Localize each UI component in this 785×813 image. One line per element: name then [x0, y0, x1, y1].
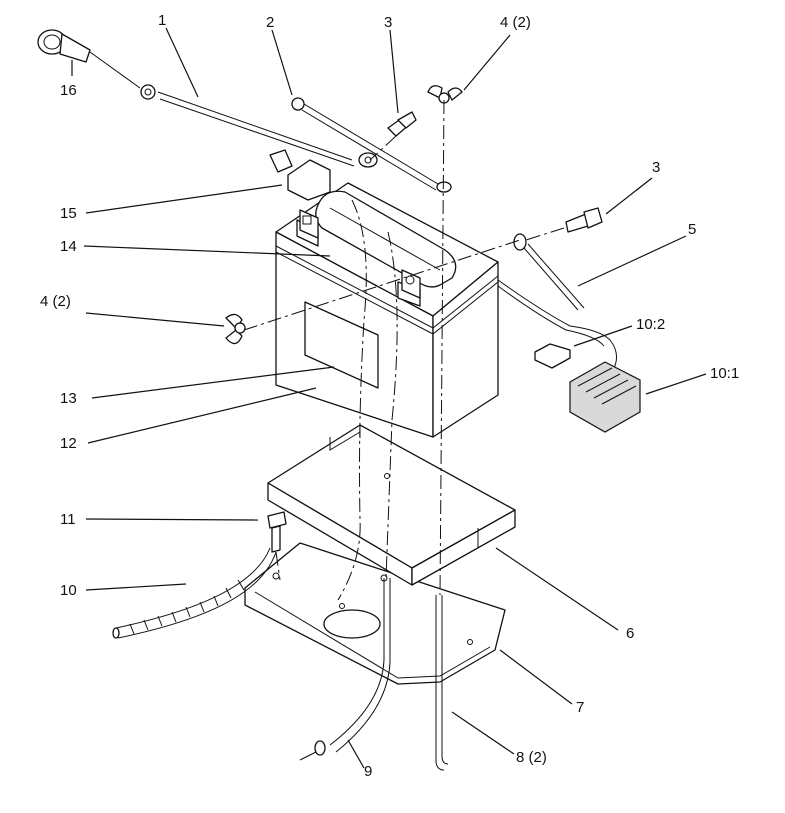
callout-8: 8 (2): [516, 749, 547, 766]
callout-4-upper: 4 (2): [500, 14, 531, 31]
callout-2: 2: [266, 14, 274, 31]
callout-7: 7: [576, 699, 584, 716]
callout-3-right: 3: [652, 159, 660, 176]
callout-10-1: 10:1: [710, 365, 739, 382]
battery-tray: [267, 424, 516, 586]
callout-15: 15: [60, 205, 77, 222]
callout-16: 16: [60, 82, 77, 99]
bolt-upper: [387, 111, 417, 137]
cable-5: [513, 233, 585, 311]
callout-10-2: 10:2: [636, 316, 665, 333]
callout-3-upper: 3: [384, 14, 392, 31]
battery: [275, 182, 499, 438]
callout-11: 11: [60, 511, 76, 528]
terminal-cover: [269, 149, 331, 201]
callout-12: 12: [60, 435, 77, 452]
callout-labels: 1 2 3 4 (2) 16 3 5 15 14 4 (2) 10:2 10:1…: [40, 12, 739, 780]
assembly-centerlines: [243, 99, 565, 601]
callout-9: 9: [364, 763, 372, 780]
bolt-right: [565, 207, 603, 233]
callout-14: 14: [60, 238, 77, 255]
corrugated-harness: [112, 547, 277, 639]
leader-lines: [71, 27, 707, 769]
callout-13: 13: [60, 390, 77, 407]
callout-6: 6: [626, 625, 634, 642]
battery-cable-2: [291, 97, 452, 193]
base-plate: [244, 542, 506, 685]
battery-cable-1: [140, 84, 378, 168]
callout-1: 1: [158, 12, 166, 29]
bolt-11: [267, 511, 287, 553]
callout-10: 10: [60, 582, 77, 599]
cable-9: [299, 578, 391, 761]
harness-connector: [497, 279, 641, 433]
cable-boot: [37, 29, 141, 89]
j-bolt: [435, 595, 449, 771]
callout-4-left: 4 (2): [40, 293, 71, 310]
wing-nut-left: [225, 313, 246, 345]
callout-5: 5: [688, 221, 696, 238]
wing-nut-upper: [427, 85, 463, 104]
